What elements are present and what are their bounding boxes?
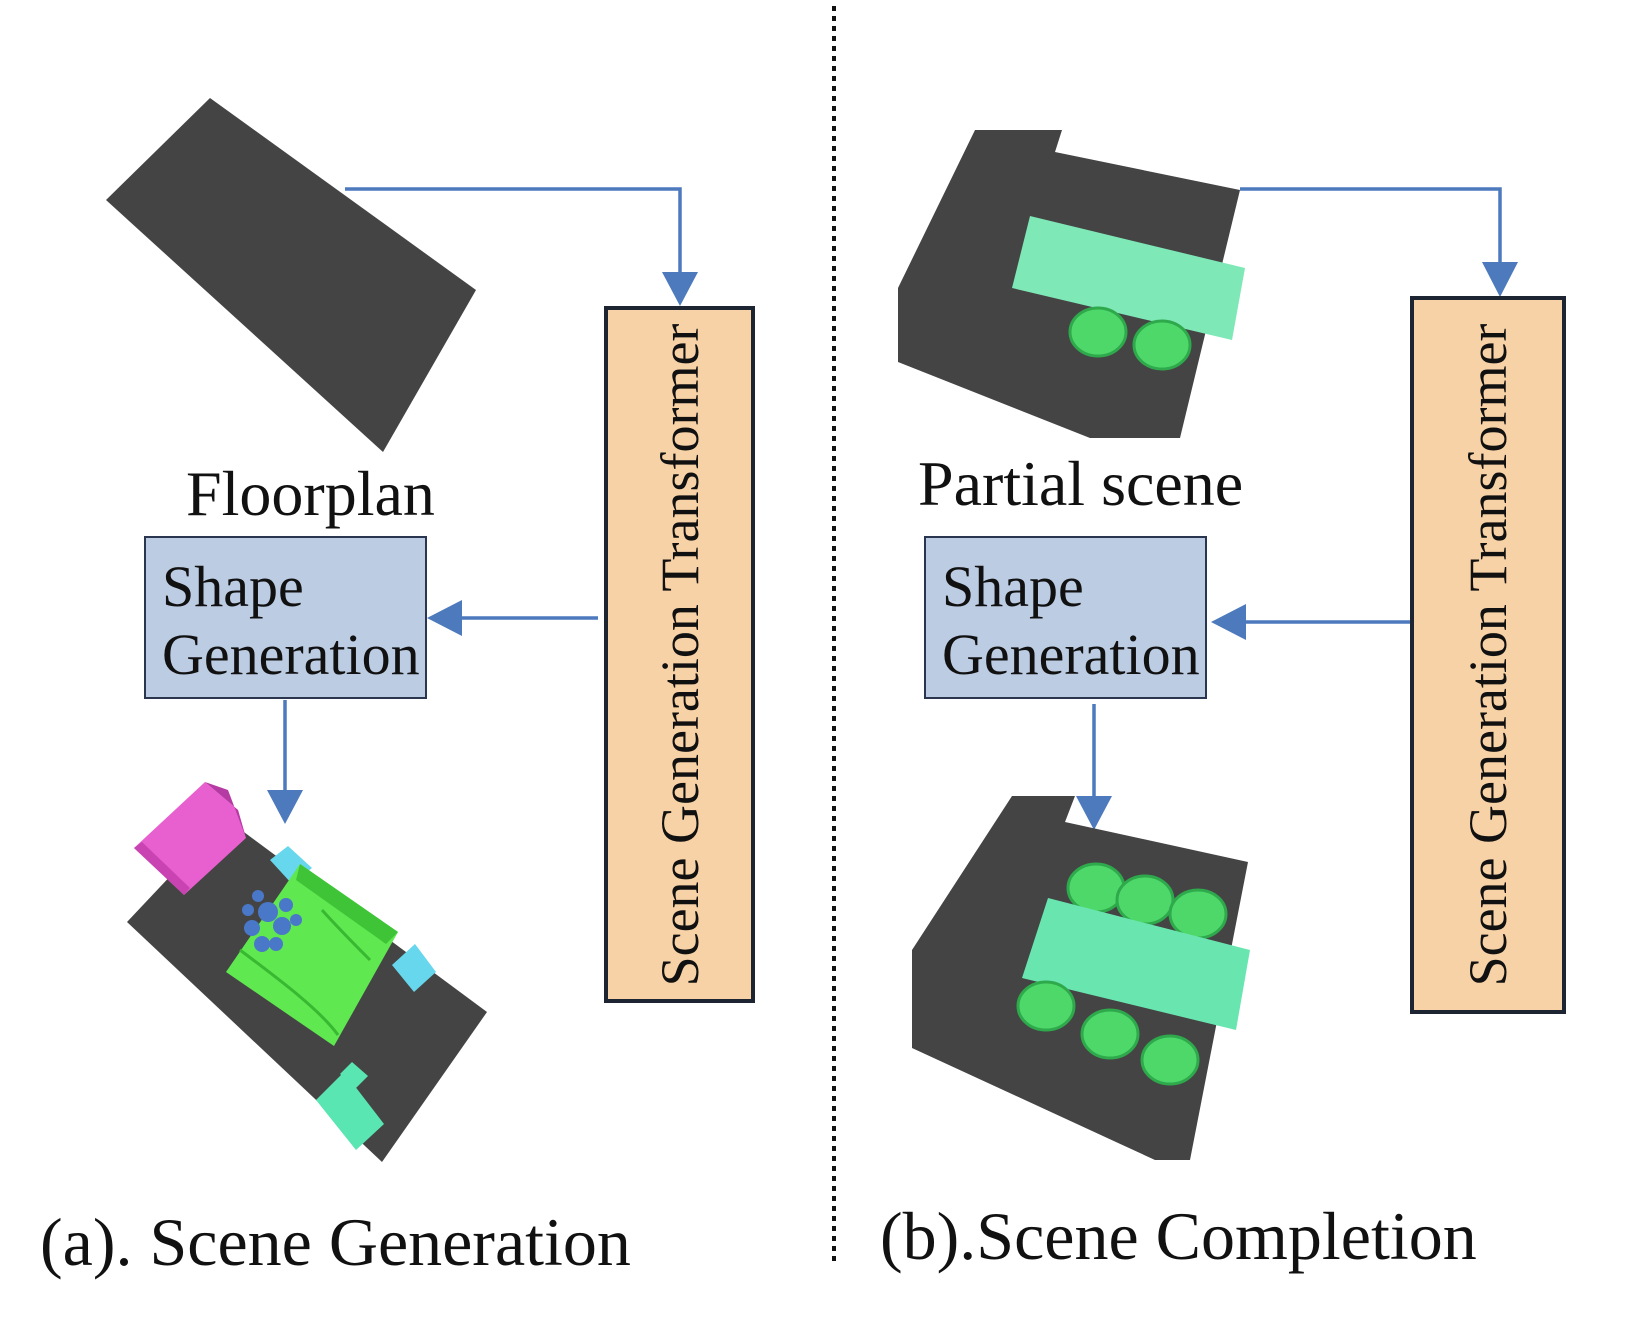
caption-b: (b).Scene Completion bbox=[880, 1198, 1477, 1274]
scene-generation-transformer-box-b: Scene Generation Transformer bbox=[1410, 296, 1566, 1014]
dresser bbox=[316, 1072, 384, 1150]
arrowhead-down-a2 bbox=[267, 790, 303, 824]
shape-box-line2: Generation bbox=[942, 622, 1200, 687]
plant bbox=[242, 890, 302, 952]
shape-box-line1: Shape bbox=[162, 554, 304, 619]
partial-scene-image bbox=[898, 130, 1245, 438]
arrowhead-down-a1 bbox=[662, 272, 698, 306]
arrowhead-down-b1 bbox=[1482, 262, 1518, 297]
arrow-floorplan-to-transformer bbox=[345, 187, 682, 272]
arrowhead-down-b2 bbox=[1076, 796, 1112, 830]
shape-generation-box-b: Shape Generation bbox=[924, 536, 1207, 699]
shape-box-line1: Shape bbox=[942, 554, 1084, 619]
shape-generation-box-a: Shape Generation bbox=[144, 536, 427, 699]
floorplan-image bbox=[106, 98, 476, 452]
generated-scene-image bbox=[127, 782, 487, 1162]
arrowhead-left-b bbox=[1211, 604, 1246, 640]
chairs-partial bbox=[1068, 306, 1192, 371]
arrow-partial-to-transformer bbox=[1240, 187, 1502, 262]
nightstand-2 bbox=[392, 944, 436, 992]
chairs-bottom bbox=[1016, 980, 1200, 1086]
arrowhead-left-a bbox=[427, 600, 462, 636]
table-complete bbox=[1022, 898, 1250, 1030]
chairs-top bbox=[1066, 862, 1228, 940]
caption-a: (a). Scene Generation bbox=[40, 1204, 631, 1280]
transformer-label-b: Scene Generation Transformer bbox=[1458, 323, 1518, 987]
completed-scene-image bbox=[912, 796, 1250, 1160]
partial-scene-label: Partial scene bbox=[918, 448, 1244, 519]
floorplan-label: Floorplan bbox=[186, 458, 435, 529]
table-partial bbox=[1012, 216, 1245, 340]
shape-box-line2: Generation bbox=[162, 622, 420, 687]
transformer-label-a: Scene Generation Transformer bbox=[649, 323, 710, 986]
scene-generation-transformer-box-a: Scene Generation Transformer bbox=[604, 306, 755, 1003]
